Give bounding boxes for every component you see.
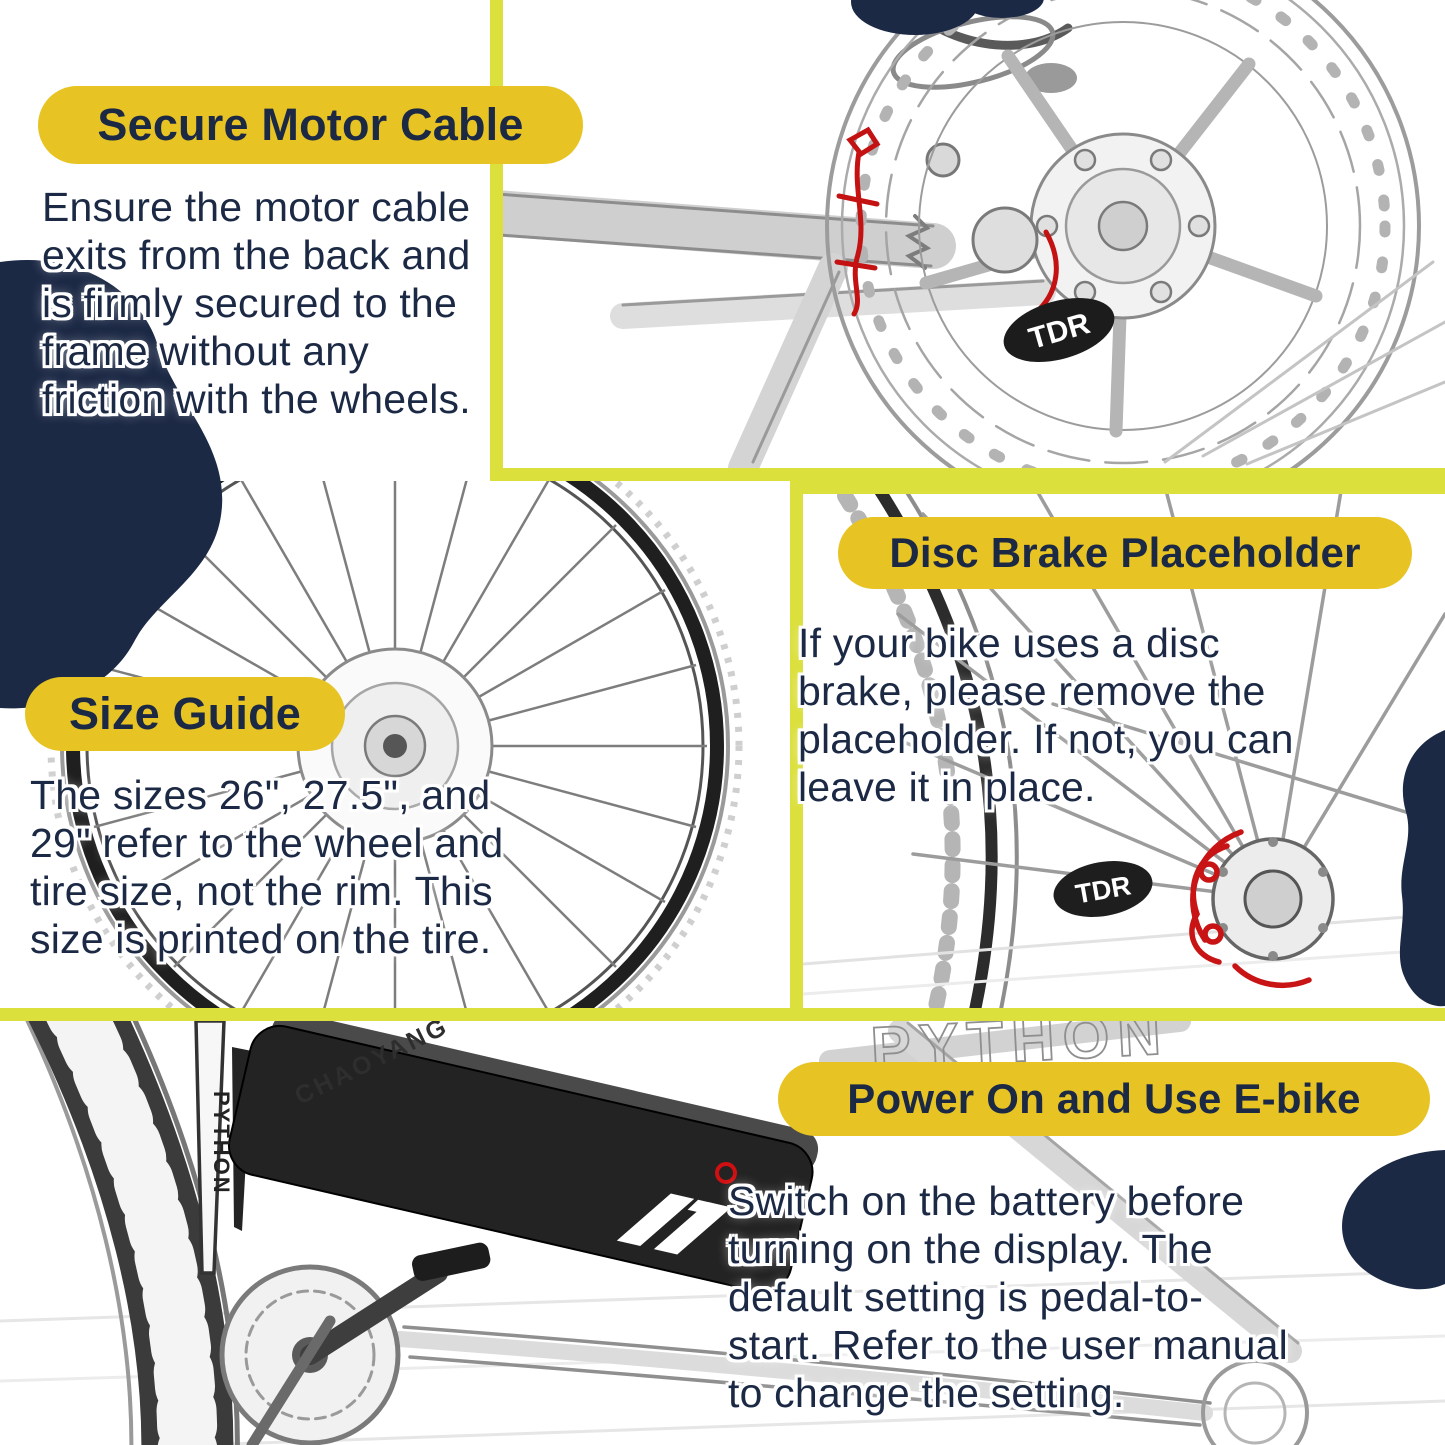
- badge-size-guide-label: Size Guide: [68, 688, 302, 739]
- badge-disc-brake-placeholder: Disc Brake Placeholder: [838, 517, 1412, 589]
- badge-secure-motor-cable-label: Secure Motor Cable: [97, 99, 524, 150]
- text-secure-motor-cable: Ensure the motor cable exits from the ba…: [42, 184, 471, 422]
- motor-cable-sketch: TDR: [503, 0, 1445, 468]
- text-size-guide: The sizes 26", 27.5", and 29" refer to t…: [30, 772, 504, 962]
- badge-disc-brake-placeholder-label: Disc Brake Placeholder: [889, 529, 1361, 576]
- red-caliper-highlight: [1189, 829, 1312, 988]
- text-disc-brake-placeholder: If your bike uses a disc brake, please r…: [798, 620, 1294, 810]
- motor-cable-photo-panel: TDR: [490, 0, 1445, 481]
- fork-brand-text: PYTHON: [209, 1091, 234, 1195]
- badge-size-guide: Size Guide: [25, 677, 345, 751]
- battery-key-highlight: [715, 1162, 737, 1184]
- badge-power-on: Power On and Use E-bike: [778, 1062, 1430, 1136]
- badge-secure-motor-cable: Secure Motor Cable: [38, 86, 583, 164]
- disc-brake-sketch: TDR: [803, 494, 1445, 1008]
- battery-pack: [228, 1021, 819, 1293]
- text-power-on: Switch on the battery before turning on …: [728, 1178, 1288, 1416]
- badge-power-on-label: Power On and Use E-bike: [847, 1075, 1361, 1122]
